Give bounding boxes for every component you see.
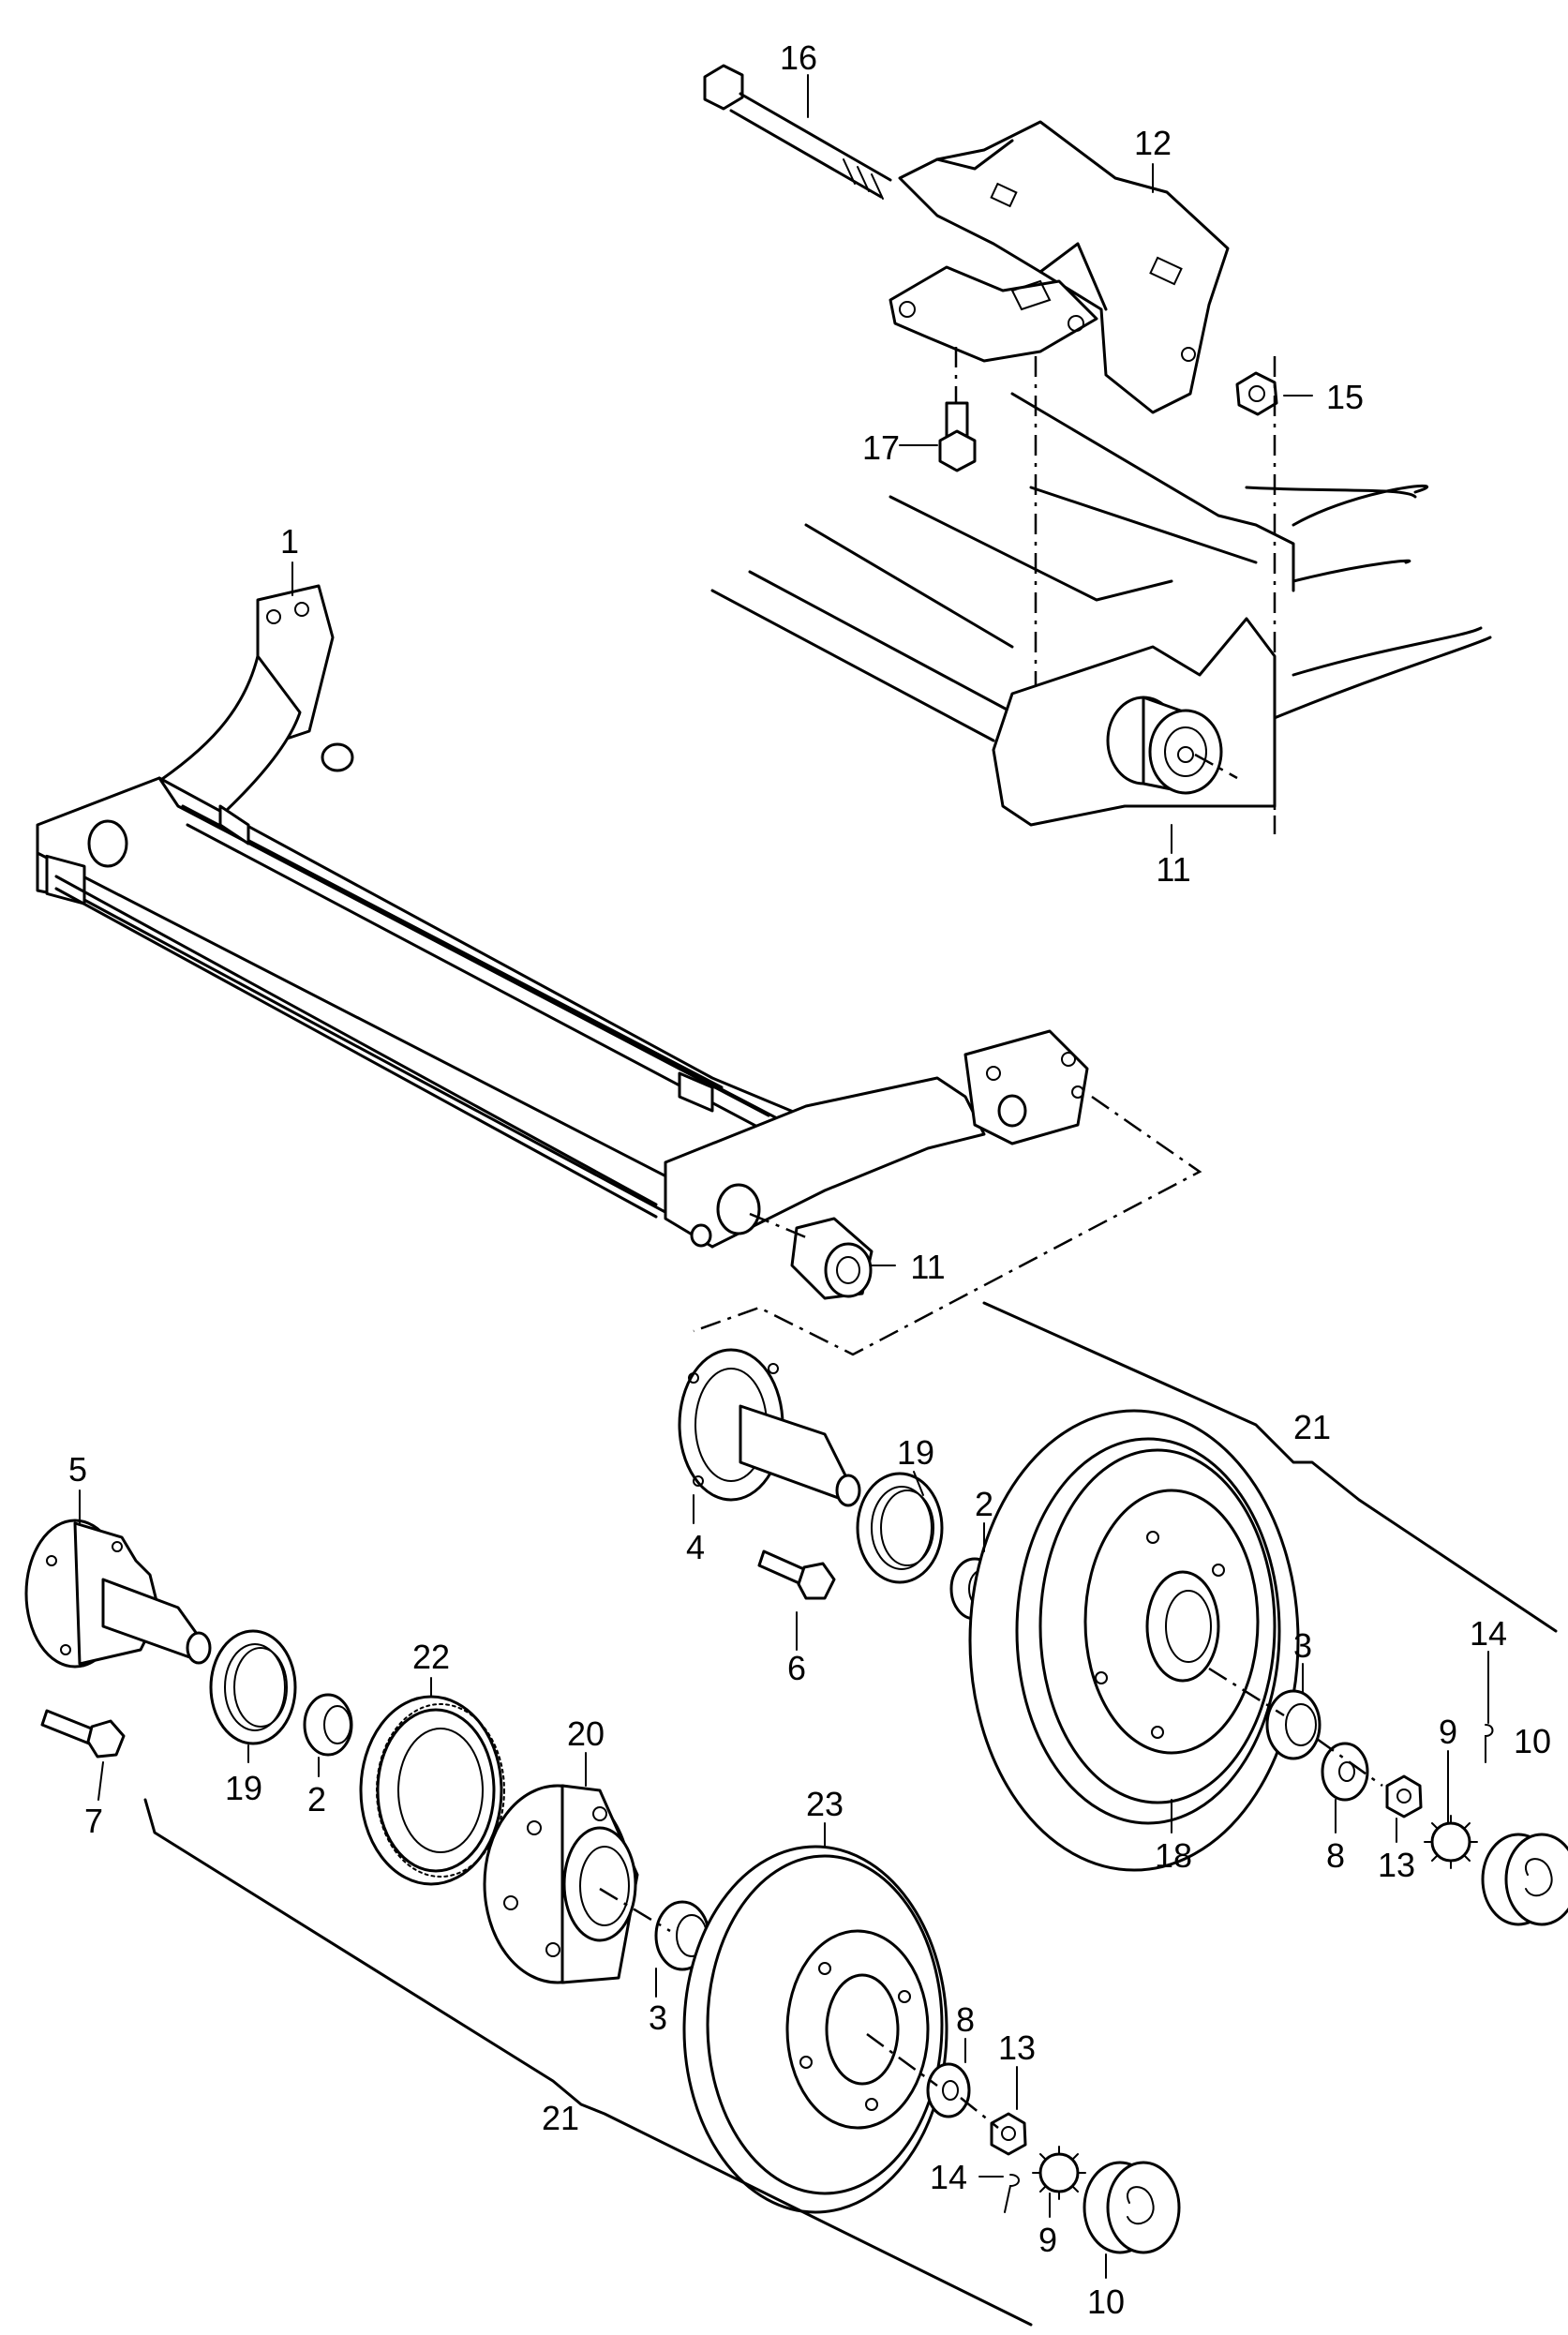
callout-3-right: 3: [1293, 1626, 1312, 1665]
callout-21-left: 21: [542, 2099, 579, 2137]
hub-cap-part-10-left: [1083, 2161, 1181, 2254]
callout-17: 17: [862, 428, 900, 467]
callout-22: 22: [412, 1638, 450, 1676]
bolt-part-7: [40, 1709, 126, 1759]
callout-11-lower: 11: [910, 1248, 945, 1286]
callout-1: 1: [280, 522, 299, 561]
rear-axle-beam-part-1: [36, 584, 1089, 1300]
callout-20: 20: [567, 1714, 605, 1753]
callout-15: 15: [1326, 378, 1364, 416]
callout-9-left: 9: [1038, 2221, 1057, 2259]
sensor-ring-part-22: [359, 1695, 505, 1886]
wheel-hub-part-20: [483, 1784, 639, 1984]
stub-axle-part-4: [678, 1348, 861, 1507]
callout-8-left: 8: [956, 2000, 975, 2039]
bearing-part-2-left: [303, 1693, 353, 1757]
callout-16: 16: [780, 38, 817, 77]
callout-13-left: 13: [998, 2028, 1036, 2067]
lock-ring-part-9-right: [1424, 1815, 1478, 1869]
callout-9-right: 9: [1439, 1713, 1457, 1751]
seal-part-19-right: [856, 1472, 944, 1584]
callout-4: 4: [686, 1528, 705, 1566]
washer-part-8-right: [1321, 1742, 1369, 1802]
seal-part-19-left: [209, 1629, 297, 1745]
callout-2-left: 2: [307, 1780, 326, 1819]
callout-18: 18: [1155, 1836, 1192, 1875]
callout-11-upper: 11: [1156, 850, 1190, 889]
washer-part-8-left: [926, 2062, 971, 2118]
callout-3-left: 3: [649, 1998, 667, 2037]
bushing-part-11-upper: [1106, 696, 1223, 795]
hub-cap-part-10-right: [1481, 1833, 1568, 1926]
drum-brake-group: [678, 1301, 1568, 1926]
nut-part-13-right: [1385, 1774, 1423, 1819]
leader-lines: [79, 74, 1489, 2279]
nut-part-13-left: [990, 2112, 1027, 2156]
bushing-part-11-lower: [790, 1217, 874, 1300]
callout-labels: 16 12 15 17 1 11 11 21 19 2 4 6 3 14 9 1…: [68, 38, 1551, 2321]
brake-drum-part-18: [968, 1409, 1300, 1872]
callout-19-left: 19: [225, 1769, 262, 1807]
callout-14-right: 14: [1470, 1614, 1507, 1653]
stub-axle-part-5: [24, 1519, 212, 1669]
bearing-part-3-right: [1265, 1689, 1322, 1760]
callout-7: 7: [84, 1802, 103, 1840]
callout-19-right: 19: [897, 1433, 934, 1472]
mounting-bracket-assembly: [703, 64, 1492, 834]
bolt-part-16: [703, 64, 892, 200]
callout-5: 5: [68, 1450, 87, 1489]
bolt-part-17: [938, 401, 977, 472]
brake-disc-part-23: [682, 1845, 948, 2214]
callout-10-right: 10: [1514, 1722, 1551, 1760]
callout-23: 23: [806, 1785, 844, 1823]
bolt-part-6: [757, 1549, 836, 1600]
cotter-pin-part-14-left: [1004, 2174, 1020, 2213]
nut-part-15: [1235, 371, 1278, 416]
bracket-part-12: [889, 120, 1230, 414]
callout-13-right: 13: [1378, 1846, 1415, 1884]
callout-6: 6: [787, 1649, 806, 1687]
cotter-pin-part-14-right: [1485, 1724, 1494, 1763]
callout-12: 12: [1134, 124, 1172, 162]
callout-21-right: 21: [1293, 1408, 1331, 1446]
lock-ring-part-9-left: [1032, 2146, 1086, 2200]
callout-2-right: 2: [975, 1485, 993, 1523]
disc-brake-group: [24, 1519, 1181, 2327]
callout-10-left: 10: [1087, 2283, 1125, 2321]
callout-8-right: 8: [1326, 1836, 1345, 1875]
callout-14-left: 14: [930, 2158, 967, 2196]
body-rails: [710, 392, 1492, 827]
